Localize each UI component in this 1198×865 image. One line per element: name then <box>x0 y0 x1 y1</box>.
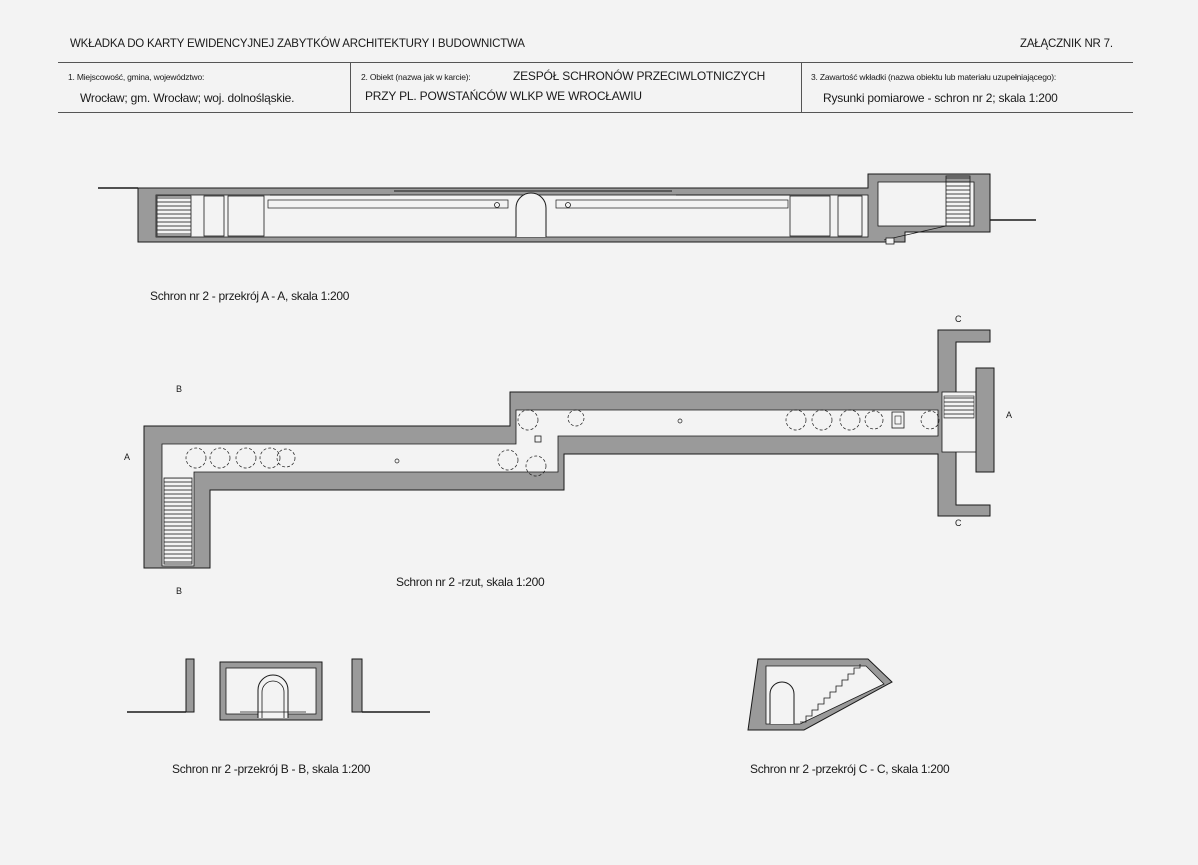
caption-section-aa: Schron nr 2 - przekrój A - A, skala 1:20… <box>150 289 350 303</box>
document-title: WKŁADKA DO KARTY EWIDENCYJNEJ ZABYTKÓW A… <box>70 38 525 50</box>
header-divider-2 <box>801 62 802 113</box>
caption-plan: Schron nr 2 -rzut, skala 1:200 <box>396 575 545 589</box>
marker-c-top: C <box>955 314 962 324</box>
header-divider-1 <box>350 62 351 113</box>
caption-section-cc: Schron nr 2 -przekrój C - C, skala 1:200 <box>750 762 950 776</box>
marker-a-right: A <box>1006 410 1013 420</box>
header-bottom-rule <box>58 112 1133 113</box>
marker-a-left: A <box>124 452 131 462</box>
marker-b-bottom: B <box>176 586 183 596</box>
location-value: Wrocław; gm. Wrocław; woj. dolnośląskie. <box>80 91 295 105</box>
contents-label: 3. Zawartość wkładki (nazwa obiektu lub … <box>811 72 1057 82</box>
header-top-rule <box>58 62 1133 63</box>
marker-c-bottom: C <box>955 518 962 528</box>
location-label: 1. Miejscowość, gmina, województwo: <box>68 72 205 82</box>
annex-number: ZAŁĄCZNIK NR 7. <box>1020 38 1113 50</box>
object-label: 2. Obiekt (nazwa jak w karcie): <box>361 72 471 82</box>
section-aa-drawing <box>98 173 1036 245</box>
caption-section-bb: Schron nr 2 -przekrój B - B, skala 1:200 <box>172 762 371 776</box>
section-cc-drawing <box>747 658 893 731</box>
section-bb-drawing <box>127 658 430 721</box>
object-value-line-1: ZESPÓŁ SCHRONÓW PRZECIWLOTNICZYCH <box>513 69 766 83</box>
plan-drawing <box>143 329 995 569</box>
object-value-line-2: PRZY PL. POWSTAŃCÓW WLKP WE WROCŁAWIU <box>365 89 642 103</box>
marker-b-top: B <box>176 384 183 394</box>
contents-value: Rysunki pomiarowe - schron nr 2; skala 1… <box>823 91 1058 105</box>
